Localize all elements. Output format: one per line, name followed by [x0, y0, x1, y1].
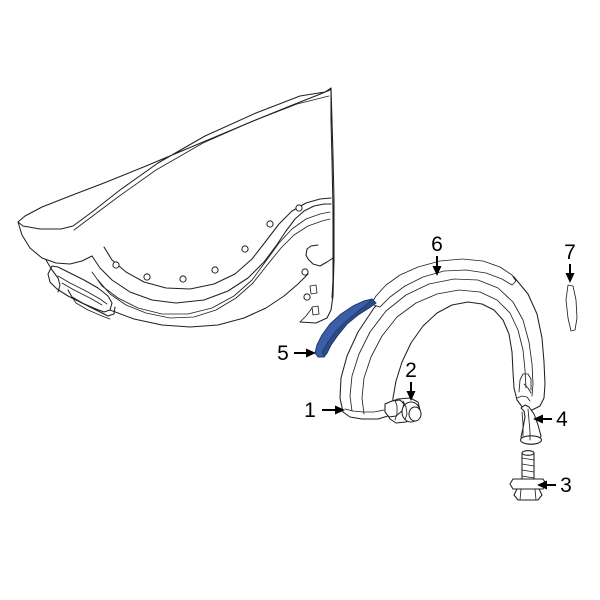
highlighted-front-end-pad: [314, 298, 377, 358]
callout-6: 6: [431, 233, 443, 276]
mounting-tab: [309, 284, 318, 295]
callout-4: 4: [533, 408, 568, 431]
flare-rear-end-sliver: [565, 284, 578, 332]
mounting-tab: [311, 305, 320, 316]
rivet-hole: [295, 204, 303, 212]
callout-7-label: 7: [564, 241, 576, 264]
push-retainer-clip: [384, 397, 422, 424]
callout-7-arrowhead: [565, 273, 575, 283]
callouts-layer: 1 2 3 4: [277, 233, 576, 497]
wheel-arch-flare: [339, 259, 546, 420]
tapered-grommet-plug: [519, 404, 543, 445]
callout-3: 3: [537, 474, 572, 497]
callout-7: 7: [564, 241, 576, 283]
rivet-hole: [112, 261, 120, 269]
callout-2: 2: [405, 359, 417, 401]
callout-4-arrowhead: [533, 414, 543, 424]
callout-5-label: 5: [277, 342, 289, 365]
callout-3-arrowhead: [537, 480, 547, 490]
rivet-hole: [241, 245, 249, 253]
fender-lower-bracket: [47, 265, 116, 320]
front-fender-panel: [17, 87, 335, 328]
callout-3-label: 3: [560, 474, 572, 497]
flare-upper-molding-strip: [370, 258, 517, 308]
callout-5: 5: [277, 342, 316, 365]
callout-1: 1: [304, 399, 345, 422]
callout-4-label: 4: [556, 408, 568, 431]
hex-flange-bolt: [509, 450, 547, 501]
rivet-hole: [266, 220, 274, 228]
callout-2-arrowhead: [406, 391, 416, 401]
rivet-hole: [301, 268, 309, 276]
callout-1-label: 1: [304, 399, 316, 422]
rivet-hole: [143, 273, 151, 281]
rivet-hole: [211, 266, 219, 274]
callout-6-label: 6: [431, 233, 443, 256]
callout-1-arrowhead: [335, 405, 345, 415]
callout-6-arrowhead: [432, 266, 442, 276]
rivet-hole: [179, 275, 187, 283]
callout-2-label: 2: [405, 359, 417, 382]
rivet-hole: [303, 293, 311, 301]
callout-5-arrowhead: [306, 348, 316, 358]
flare-rear-foot: [516, 373, 532, 402]
